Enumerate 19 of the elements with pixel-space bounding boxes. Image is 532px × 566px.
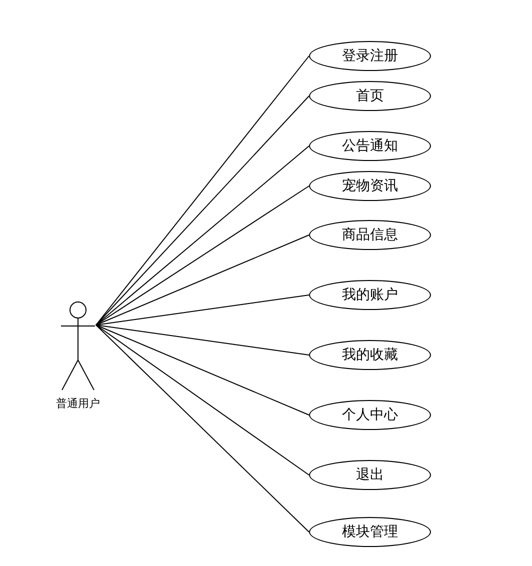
association-line [96,146,310,326]
association-line [96,324,310,416]
use-case-ellipse: 宠物资讯 [309,171,431,201]
association-line [96,324,310,356]
use-case-ellipse: 个人中心 [309,400,431,430]
association-line [96,324,310,476]
use-case-ellipse: 公告通知 [309,131,431,161]
actor-label: 普通用户 [55,396,101,411]
use-case-ellipse: 模块管理 [309,517,431,547]
association-line [96,186,310,326]
use-case-ellipse: 首页 [309,81,431,111]
use-case-ellipse: 我的账户 [309,280,431,310]
use-case-ellipse: 登录注册 [309,41,431,71]
use-case-ellipse: 退出 [309,460,431,490]
association-line [96,234,310,326]
association-line [96,294,310,326]
association-line [96,324,310,532]
use-case-ellipse: 商品信息 [309,220,431,250]
use-case-ellipse: 我的收藏 [309,340,431,370]
